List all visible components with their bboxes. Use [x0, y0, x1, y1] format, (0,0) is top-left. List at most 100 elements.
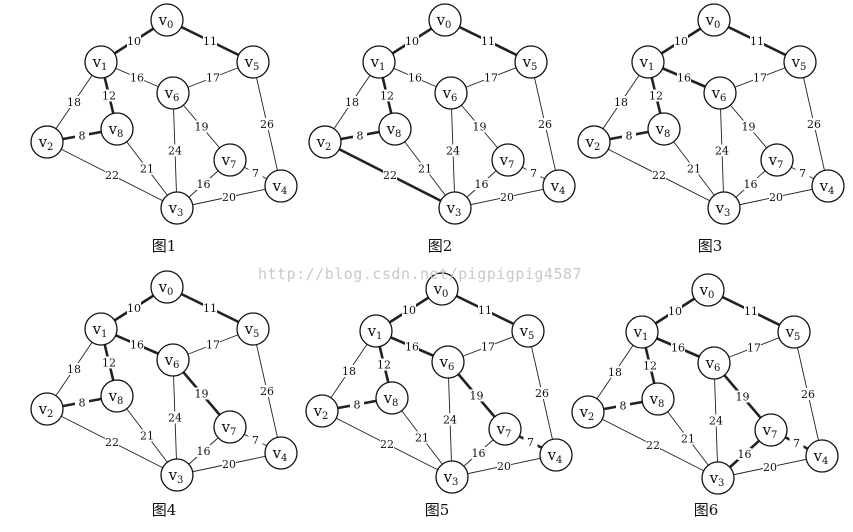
edge-weight-label: 16 — [408, 72, 422, 85]
edge-label-bg — [801, 388, 815, 400]
edge-label-bg — [206, 338, 220, 351]
edge-label-bg — [405, 340, 419, 353]
edge-label-bg — [795, 167, 810, 179]
vertex-node-v7 — [213, 143, 247, 177]
edge-label-bg — [105, 436, 119, 448]
edge-label-bg — [130, 338, 144, 351]
edge-weight-label: 16 — [130, 72, 144, 85]
edge-label-bg — [622, 129, 636, 142]
edge-label-bg — [127, 35, 141, 47]
edge-label-bg — [248, 434, 263, 446]
edge-label-bg — [194, 387, 209, 400]
edge-weight-label: 21 — [140, 163, 154, 176]
edge-weight-label: 26 — [260, 118, 274, 131]
edge-weight-label: 18 — [345, 96, 359, 109]
vertex-node-v8 — [641, 382, 675, 416]
vertex-node-v7 — [488, 412, 522, 446]
watermark-text: http://blog.csdn.net/pigpigpig4587 — [258, 265, 582, 283]
vertex-node-v3 — [707, 191, 741, 225]
vertex-node-v3 — [160, 458, 194, 492]
edge-weight-label: 18 — [67, 363, 81, 376]
edge-label-bg — [763, 461, 777, 473]
vertex-node-v0 — [150, 270, 184, 304]
vertex-node-v2 — [571, 395, 605, 429]
edge-weight-label: 10 — [127, 302, 141, 315]
edge-weight-label: 7 — [252, 434, 259, 447]
edge-weight-label: 16 — [475, 178, 489, 191]
edge-label-bg — [342, 365, 356, 377]
edge-weight-label: 16 — [744, 178, 758, 191]
edge-label-bg — [769, 191, 783, 203]
edge-label-bg — [418, 162, 432, 175]
edge-weight-label: 12 — [102, 90, 116, 103]
vertex-node-v6 — [434, 76, 468, 110]
edge-weight-label: 8 — [620, 400, 627, 413]
vertex-node-v8 — [100, 112, 134, 146]
edge-weight-label: 8 — [626, 130, 633, 143]
edge-weight-label: 22 — [383, 169, 397, 182]
edge-label-bg — [687, 162, 701, 175]
vertex-node-v5 — [783, 45, 817, 79]
vertex-node-v6 — [703, 76, 737, 110]
figure-caption: 图1 — [152, 237, 177, 255]
edge-weight-label: 19 — [473, 121, 487, 134]
edge-label-bg — [222, 458, 236, 470]
vertex-node-v0 — [697, 3, 731, 37]
edge-label-bg — [535, 387, 549, 399]
edge-weight-label: 24 — [446, 145, 460, 158]
edge-weight-label: 24 — [715, 145, 729, 158]
vertex-node-v7 — [754, 413, 788, 447]
edge-weight-label: 7 — [793, 437, 800, 450]
edge-label-bg — [408, 71, 422, 84]
edge-label-bg — [380, 438, 394, 450]
edge-label-bg — [443, 413, 457, 426]
edge-weight-label: 16 — [738, 448, 752, 461]
edge-label-bg — [744, 305, 758, 317]
edge-weight-label: 17 — [747, 342, 761, 355]
edge-label-bg — [469, 389, 484, 402]
edge-weight-label: 26 — [260, 385, 274, 398]
edge-label-bg — [260, 385, 274, 397]
edge-weight-label: 19 — [195, 388, 209, 401]
edge-weight-label: 12 — [380, 90, 394, 103]
edge-weight-label: 21 — [140, 430, 154, 443]
vertex-node-v4 — [542, 169, 576, 203]
vertex-node-v8 — [647, 112, 681, 146]
edge-label-bg — [614, 96, 628, 108]
edge-label-bg — [681, 432, 695, 445]
edge-label-bg — [102, 89, 116, 102]
vertex-node-v1 — [84, 312, 118, 346]
edge-weight-label: 17 — [753, 72, 767, 85]
edge-weight-label: 24 — [168, 145, 182, 158]
edge-weight-label: 21 — [415, 432, 429, 445]
vertex-node-v6 — [431, 345, 465, 379]
edge-label-bg — [222, 191, 236, 203]
edge-label-bg — [741, 120, 756, 133]
edge-label-bg — [807, 118, 821, 130]
edge-label-bg — [471, 447, 486, 459]
vertex-node-v5 — [511, 314, 545, 348]
edge-weight-label: 21 — [681, 433, 695, 446]
edge-label-bg — [196, 445, 211, 457]
vertex-node-v8 — [100, 379, 134, 413]
edge-label-bg — [743, 178, 758, 190]
edge-weight-label: 20 — [497, 460, 511, 473]
edge-weight-label: 21 — [418, 163, 432, 176]
vertex-node-v6 — [156, 76, 190, 110]
edge-label-bg — [380, 89, 394, 102]
vertex-node-v3 — [701, 461, 735, 495]
edge-weight-label: 11 — [750, 35, 764, 48]
edge-weight-label: 11 — [203, 35, 217, 48]
edge-weight-label: 12 — [643, 360, 657, 373]
edge-label-bg — [674, 35, 688, 47]
edge-label-bg — [750, 35, 764, 47]
edge-weight-label: 18 — [67, 96, 81, 109]
edge-weight-label: 17 — [484, 72, 498, 85]
edge-label-bg — [102, 356, 116, 369]
edge-label-bg — [75, 396, 89, 409]
vertex-node-v4 — [264, 436, 298, 470]
